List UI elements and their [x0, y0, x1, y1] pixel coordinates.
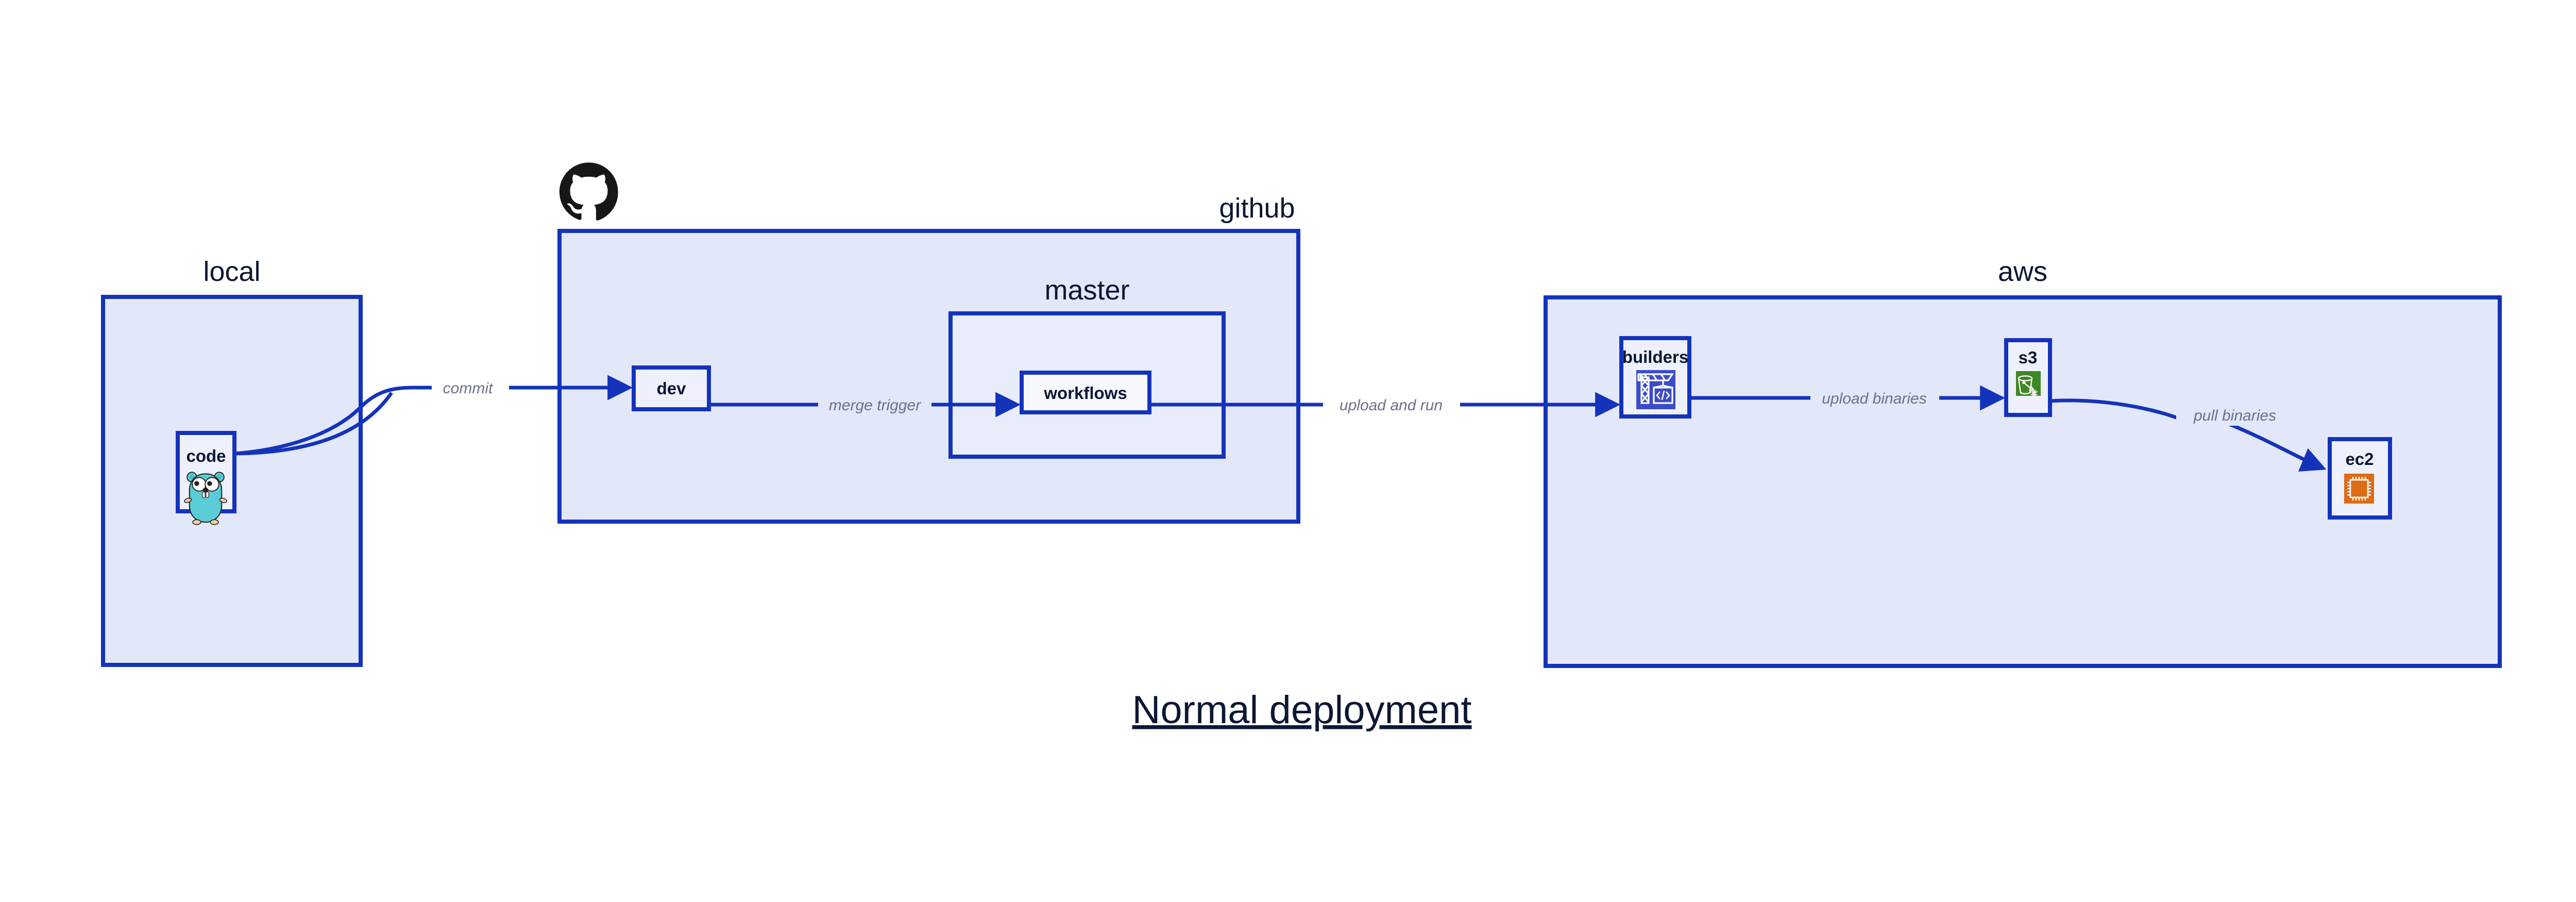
edge-merge-trigger-label: merge trigger	[829, 397, 921, 414]
node-ec2-label: ec2	[2345, 449, 2374, 469]
node-dev-label: dev	[657, 379, 687, 398]
node-s3-label: s3	[2019, 348, 2038, 367]
edge-upload-binaries-label: upload binaries	[1822, 390, 1926, 407]
node-builders[interactable]: builders	[1619, 336, 1691, 419]
node-workflows[interactable]: workflows	[1020, 371, 1151, 414]
node-dev[interactable]: dev	[632, 365, 711, 411]
node-workflows-rect[interactable]	[1020, 371, 1151, 414]
node-code-label: code	[186, 446, 226, 465]
edge-upload-and-run: upload and run	[1149, 392, 1621, 417]
zone-aws-label: aws	[1998, 256, 2047, 287]
node-s3[interactable]: s3	[2004, 338, 2052, 417]
node-workflows-label: workflows	[1043, 383, 1127, 403]
cpu-chip-icon	[2344, 474, 2374, 504]
edge-merge-trigger: merge trigger	[709, 392, 1021, 417]
node-ec2[interactable]: ec2	[2328, 437, 2392, 520]
zone-local-label: local	[203, 256, 260, 287]
s3-bucket-icon	[2016, 371, 2041, 397]
diagram-title: Normal deployment	[1132, 688, 1472, 732]
edge-upload-and-run-label: upload and run	[1340, 397, 1443, 414]
zone-github-label: github	[1219, 193, 1295, 224]
node-builders-label: builders	[1622, 347, 1688, 366]
crane-code-icon	[1636, 370, 1675, 409]
go-gopher-icon	[184, 472, 227, 525]
edge-pull-binaries: pull binaries	[2049, 398, 2327, 472]
edge-commit: commit	[234, 375, 633, 456]
node-dev-rect[interactable]	[632, 365, 711, 411]
subzone-master-label: master	[1044, 275, 1129, 306]
edge-commit-label: commit	[443, 380, 494, 397]
github-octocat-logo	[559, 162, 618, 221]
edge-upload-binaries: upload binaries	[1689, 385, 2006, 411]
edge-pull-binaries-label: pull binaries	[2193, 407, 2276, 424]
node-code[interactable]: code	[176, 431, 236, 525]
